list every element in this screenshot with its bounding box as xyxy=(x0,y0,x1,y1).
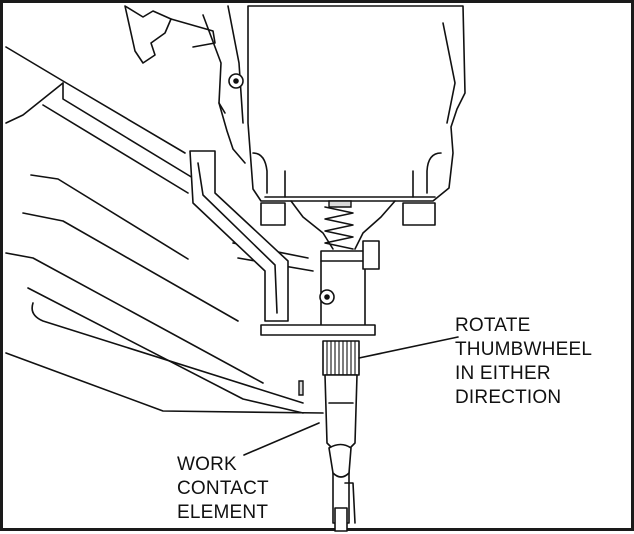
work-contact-leader-line xyxy=(243,422,320,456)
rotate-leader-line xyxy=(358,336,459,359)
work-contact-element-callout: WORK CONTACT ELEMENT xyxy=(177,453,269,525)
callout-line: ELEMENT xyxy=(177,502,269,523)
callout-line: DIRECTION xyxy=(455,387,562,408)
callout-line: CONTACT xyxy=(177,478,269,499)
work-contact-element xyxy=(324,374,358,532)
callout-line: ROTATE xyxy=(455,315,531,336)
top-housing xyxy=(247,5,466,202)
link-arm xyxy=(189,150,289,322)
callout-line: THUMBWHEEL xyxy=(455,339,593,360)
trigger-assembly xyxy=(124,5,246,164)
nailer-nose-illustration xyxy=(5,5,466,532)
spring-assembly xyxy=(260,200,436,250)
callout-line: IN EITHER xyxy=(455,363,551,384)
rotate-thumbwheel-callout: ROTATE THUMBWHEEL IN EITHER DIRECTION xyxy=(455,314,592,410)
thumbwheel xyxy=(322,340,360,376)
callout-line: WORK xyxy=(177,454,237,475)
adjustment-block xyxy=(260,240,380,336)
